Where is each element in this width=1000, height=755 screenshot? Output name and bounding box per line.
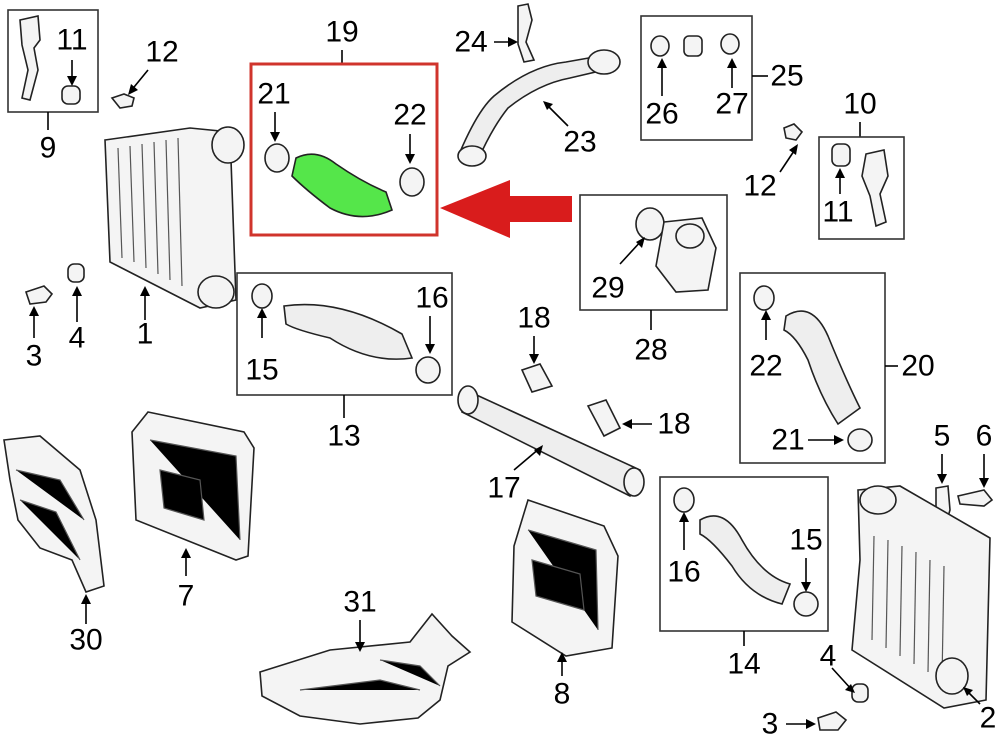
- intercooler-part-2: 2: [851, 485, 997, 735]
- callout-29: 29: [591, 272, 624, 305]
- pointer-arrow: [440, 180, 572, 238]
- bolt-part: [110, 93, 135, 109]
- group-box-19: 19 21 22: [249, 16, 439, 237]
- callout-9: 9: [40, 132, 57, 165]
- air-guide-31: 31: [259, 586, 472, 725]
- bolt-3-right: 3: [762, 708, 848, 741]
- group-box-28: 29 28: [579, 194, 728, 367]
- callout-15: 15: [245, 354, 278, 387]
- callout-13: 13: [327, 420, 360, 453]
- bolt-6-group: 6: [957, 420, 994, 507]
- clamp-part: [264, 143, 290, 173]
- callout-18: 18: [657, 408, 690, 441]
- callout-31: 31: [343, 586, 376, 619]
- grommet-4-right: 4: [820, 640, 869, 703]
- shroud-8: 8: [511, 498, 619, 711]
- callout-28: 28: [634, 334, 667, 367]
- bolt-12-right: 12: [743, 123, 804, 203]
- callout-15: 15: [789, 524, 822, 557]
- clamp-part: [399, 167, 425, 197]
- bracket-24-group: 24: [454, 3, 536, 63]
- callout-12: 12: [145, 36, 178, 69]
- callout-4: 4: [820, 640, 837, 673]
- grommet-4-left: 4: [67, 263, 86, 355]
- rubber-mount-part: [61, 85, 81, 105]
- callout-23: 23: [563, 126, 596, 159]
- shroud-7: 7: [131, 411, 255, 613]
- callout-1: 1: [137, 318, 154, 351]
- bracket-part: [19, 15, 41, 101]
- group-box-25: 26 27 25: [640, 15, 804, 141]
- group-box-10: 10 11: [818, 88, 905, 240]
- callout-16: 16: [415, 282, 448, 315]
- pipe-23-group: 23: [457, 49, 621, 167]
- highlight-box: [249, 62, 439, 237]
- intercooler-part-1: 1: [104, 126, 245, 351]
- callout-4: 4: [69, 322, 86, 355]
- callout-22: 22: [393, 99, 426, 132]
- callout-27: 27: [715, 88, 748, 121]
- callout-21: 21: [257, 78, 290, 111]
- callout-7: 7: [178, 580, 195, 613]
- callout-11: 11: [822, 196, 853, 229]
- callout-5: 5: [934, 420, 951, 453]
- callout-19: 19: [325, 16, 358, 49]
- callout-30: 30: [69, 624, 102, 657]
- callout-14: 14: [727, 648, 760, 681]
- callout-18: 18: [517, 302, 550, 335]
- callout-20: 20: [901, 350, 934, 383]
- highlighted-hose-part: [291, 153, 393, 218]
- bolt-3-left: 3: [24, 285, 54, 373]
- callout-22: 22: [749, 350, 782, 383]
- pipe-17-group: 17: [457, 385, 645, 505]
- callout-12: 12: [743, 170, 776, 203]
- group-box-13: 15 16 13: [236, 272, 453, 453]
- bracket-18-right: 18: [586, 399, 691, 441]
- callout-3: 3: [26, 340, 43, 373]
- callout-25: 25: [770, 60, 803, 93]
- callout-16: 16: [667, 556, 700, 589]
- air-guide-30: 30: [3, 435, 105, 657]
- group-box-20: 22 21 20: [739, 272, 935, 464]
- callout-10: 10: [843, 88, 876, 121]
- group-box-9: 11 9: [7, 9, 99, 165]
- group-box-14: 16 15 14: [659, 476, 829, 681]
- callout-6: 6: [976, 420, 993, 453]
- callout-11: 11: [56, 24, 87, 57]
- bracket-18-top: 18: [517, 302, 554, 393]
- callout-26: 26: [645, 98, 678, 131]
- callout-3: 3: [762, 708, 779, 741]
- callout-2: 2: [980, 702, 997, 735]
- callout-21: 21: [771, 424, 804, 457]
- callout-8: 8: [554, 678, 571, 711]
- callout-24: 24: [454, 26, 487, 59]
- callout-17: 17: [487, 472, 520, 505]
- bolt-12-group: 12: [110, 36, 179, 109]
